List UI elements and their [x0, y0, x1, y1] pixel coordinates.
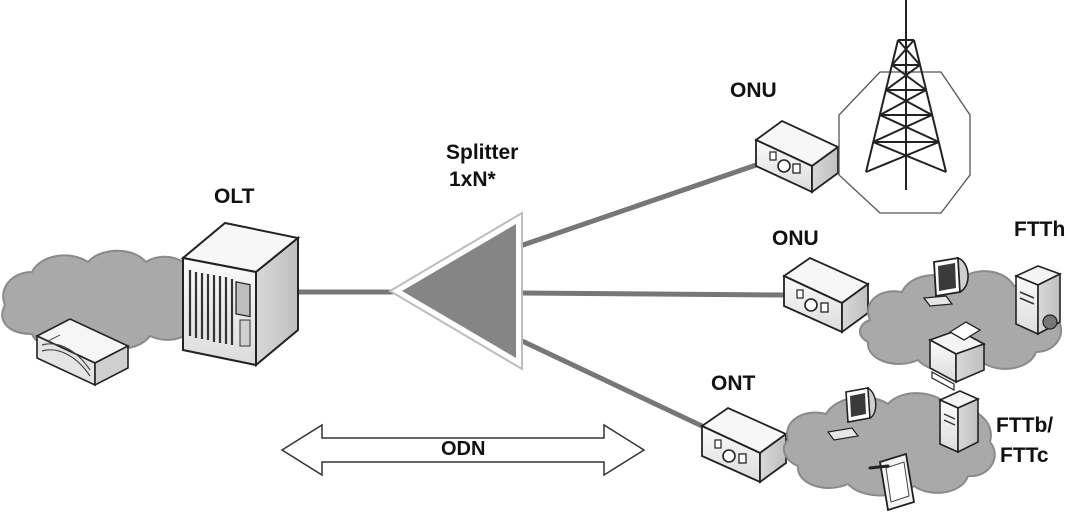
splitter-label: Splitter: [446, 141, 519, 164]
tower-server-icon: [1013, 265, 1063, 336]
onu-top-label: ONU: [730, 79, 777, 102]
router-icon: [35, 318, 130, 387]
ont-label: ONT: [711, 372, 756, 395]
left-cloud-icon: [1, 249, 211, 351]
fiber-to-ont: [517, 337, 705, 429]
fttc-label: FTTc: [1000, 444, 1049, 467]
cell-tower-icon: [838, 0, 971, 214]
fiber-lines: [295, 160, 789, 429]
onu-middle-icon: [782, 256, 870, 334]
ftth-label: FTTh: [1014, 218, 1066, 241]
onu-middle-label: ONU: [772, 227, 819, 250]
olt-server-icon: [180, 221, 301, 368]
odn-arrow-icon: [280, 423, 646, 477]
onu-top-icon: [754, 119, 840, 194]
splitter-ratio-label: 1xN*: [449, 168, 496, 191]
splitter-icon: [388, 211, 523, 371]
ftth-cloud-icon: [859, 270, 1063, 373]
fttb-label: FTTb/: [996, 414, 1054, 437]
fiber-to-onu-top: [517, 160, 765, 249]
olt-label: OLT: [214, 185, 255, 208]
ont-icon: [700, 406, 788, 484]
monitor-icon-fttb: [826, 386, 877, 441]
tower-server-icon-fttb: [938, 390, 980, 454]
fiber-to-onu-middle: [519, 290, 789, 298]
tablet-icon: [868, 452, 916, 512]
monitor-icon: [922, 256, 969, 307]
odn-label: ODN: [441, 438, 486, 460]
printer-icon: [928, 321, 986, 392]
